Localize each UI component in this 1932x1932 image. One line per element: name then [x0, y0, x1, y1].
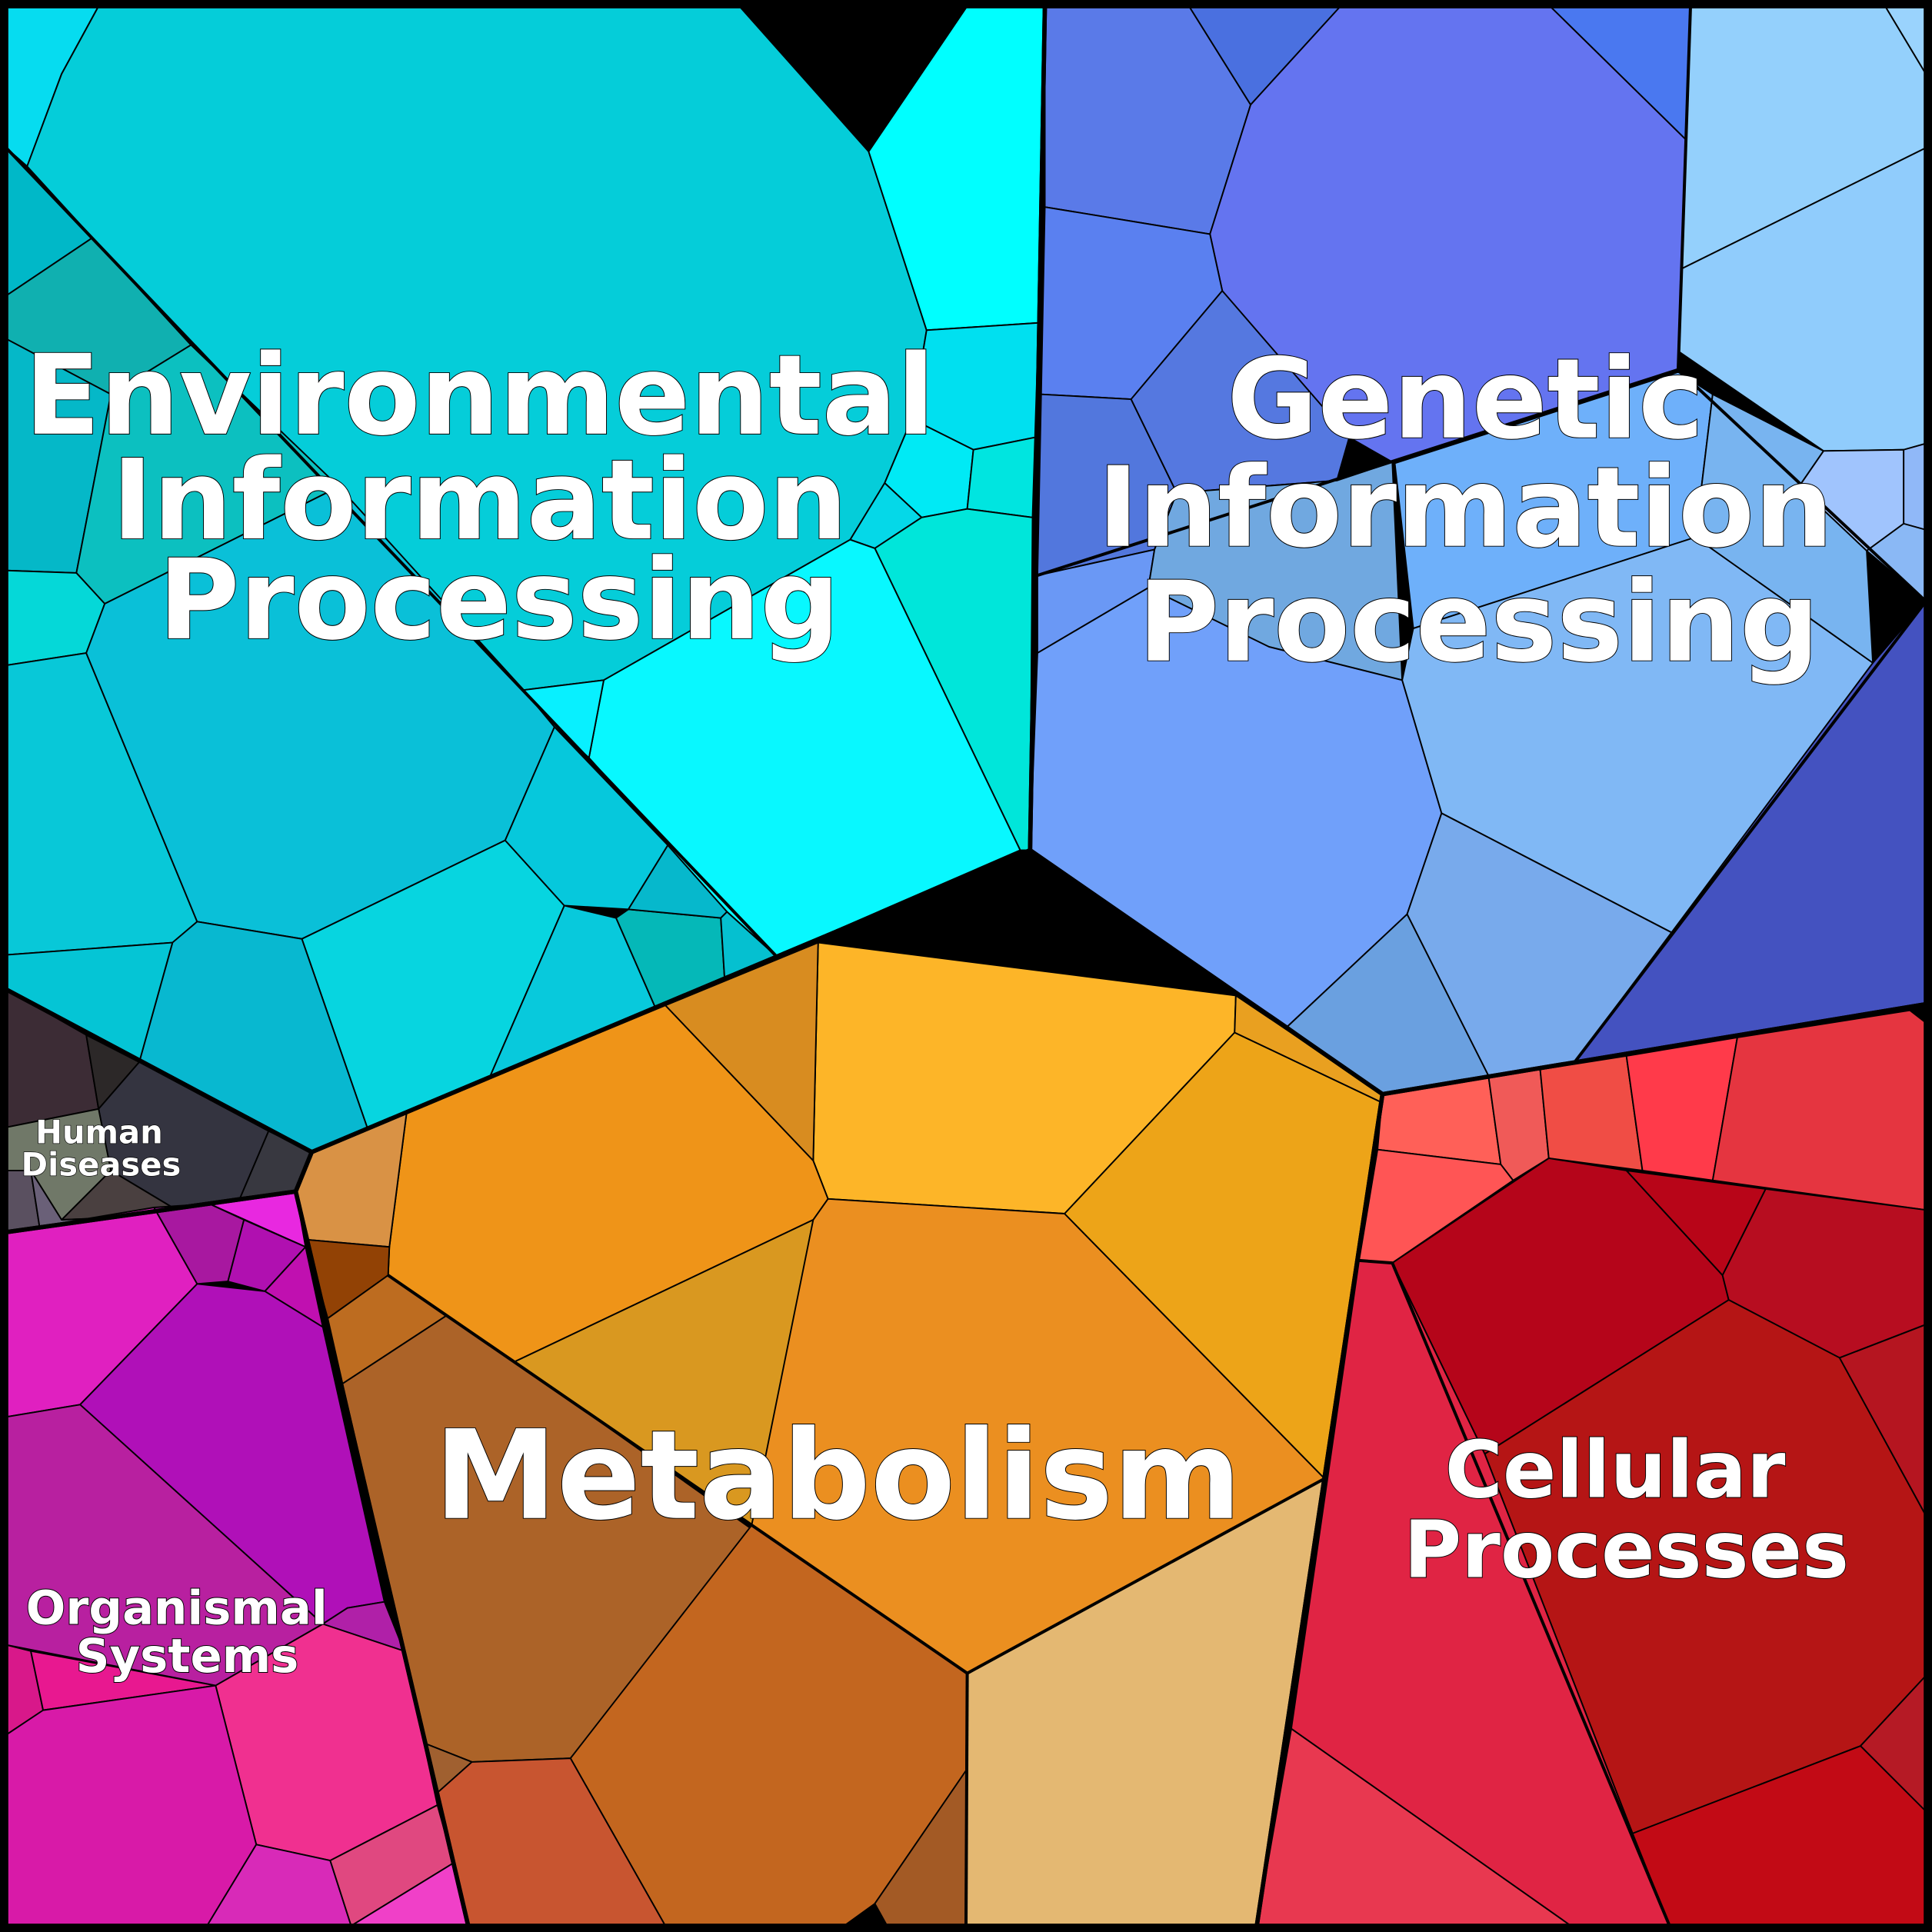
label-organismal: Organismal Systems [26, 1581, 344, 1683]
subgroup-border [964, 1673, 969, 1926]
label-human-diseases: Human Diseases [21, 1114, 181, 1184]
label-metabolism: Metabolism [435, 1404, 1242, 1547]
subgroup-border [1573, 600, 1927, 1064]
cell-cellular-processes [1711, 1009, 1927, 1211]
labels-layer: Environmental Information Processing Gen… [21, 331, 1872, 1684]
cell-environmental-information-processing [966, 436, 1036, 518]
cell-genetic-information-processing [1130, 290, 1351, 494]
label-cellular: Cellular Processes [1404, 1424, 1849, 1596]
cell-genetic-information-processing [1903, 442, 1927, 531]
cell-cellular-processes [1539, 1054, 1644, 1171]
subgroup-border [1037, 368, 1927, 603]
label-env: Environmental Information Processing [25, 331, 974, 665]
label-genetic: Genetic Information Processing [1098, 335, 1872, 688]
cell-organismal-systems [5, 1684, 258, 1927]
subgroup-border [1676, 5, 1693, 370]
subgroup-border [5, 146, 778, 958]
subgroup-border [1358, 1258, 1671, 1927]
